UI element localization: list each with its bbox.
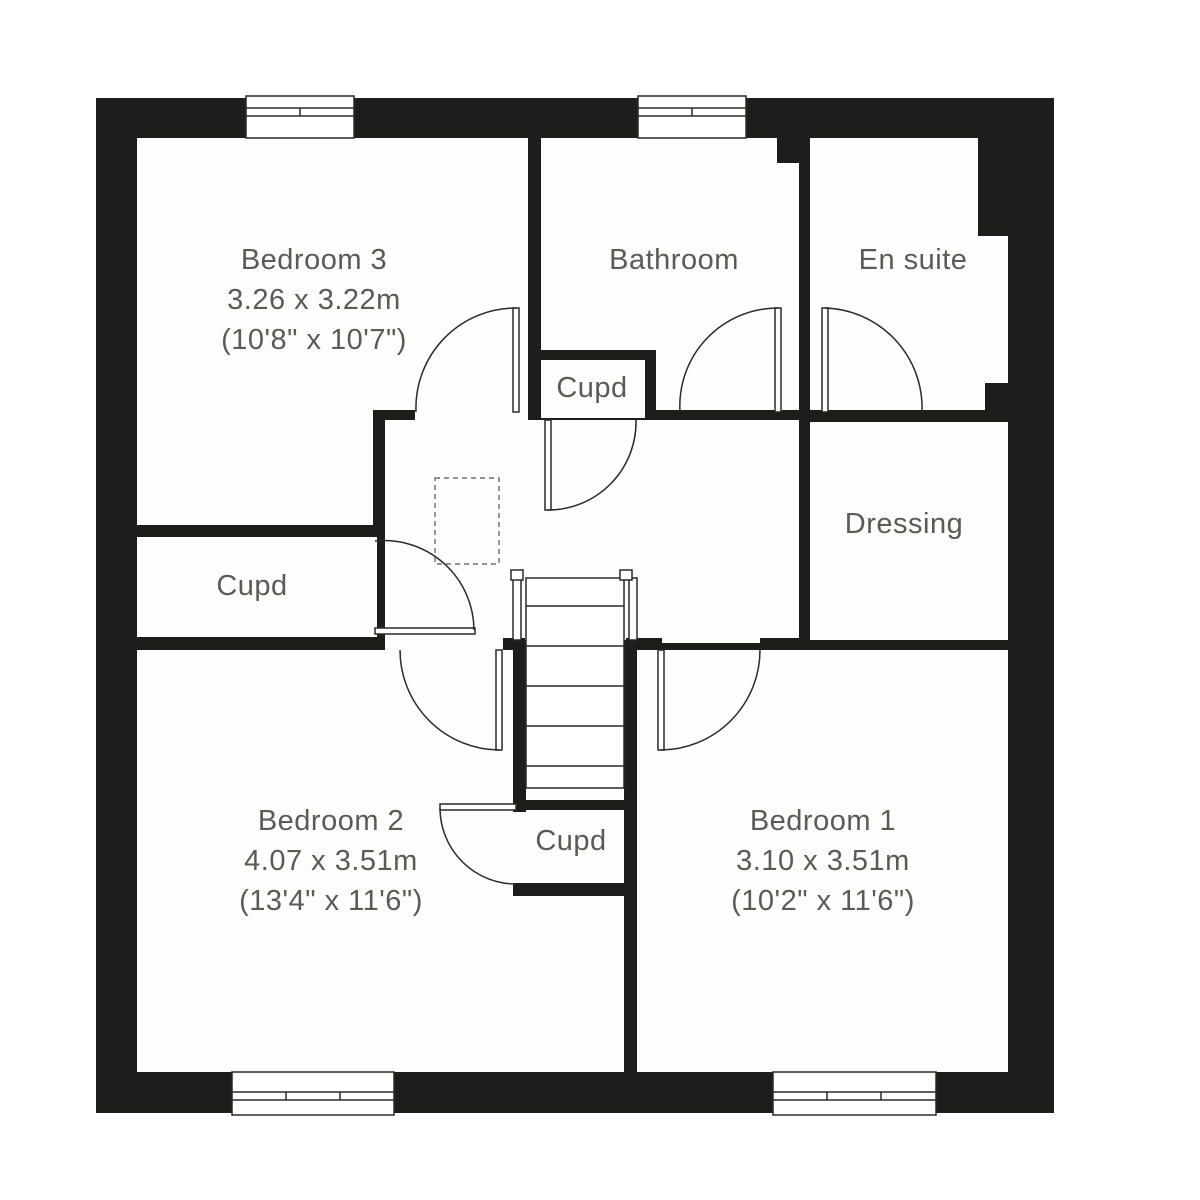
door-cupboard-bottom xyxy=(439,803,517,885)
bathroom-name: Bathroom xyxy=(609,244,739,276)
bedroom-3-imperial: (10'8" x 10'7") xyxy=(221,324,407,356)
wall-landing-stair-top xyxy=(503,638,525,650)
wall-stair-left xyxy=(513,640,526,812)
door-cupboard-left xyxy=(374,539,476,635)
ensuite-boxing xyxy=(978,138,1008,236)
door-ensuite xyxy=(821,307,923,413)
wall-bedroom-divider xyxy=(624,640,637,1072)
bedroom-3-label: Bedroom 3 3.26 x 3.22m (10'8" x 10'7") xyxy=(221,240,407,360)
dressing-label: Dressing xyxy=(845,504,963,544)
wall-cupd-top-base xyxy=(645,410,679,420)
bedroom-2-imperial: (13'4" x 11'6") xyxy=(239,885,423,917)
window-bedroom-3 xyxy=(245,95,355,139)
wall-landing-left xyxy=(373,410,385,537)
bathroom-label: Bathroom xyxy=(609,240,739,280)
wall-bedroom3-cupd xyxy=(137,525,385,537)
door-bedroom-3 xyxy=(415,307,520,413)
wall-cupd-bottom-left xyxy=(137,638,385,650)
bedroom-2-name: Bedroom 2 xyxy=(257,805,405,837)
ensuite-name: En suite xyxy=(858,244,968,276)
door-cupboard-top xyxy=(544,419,637,511)
wall-cupd-bottom-base xyxy=(513,883,624,896)
bedroom-3-metric: 3.26 x 3.22m xyxy=(227,284,401,316)
wall-cupd-top-right xyxy=(645,350,656,420)
bedroom-1-label: Bedroom 1 3.10 x 3.51m (10'2" x 11'6") xyxy=(731,801,915,921)
cupboard-bottom-name: Cupd xyxy=(535,825,607,857)
window-bedroom-1 xyxy=(772,1071,937,1116)
door-bedroom-1 xyxy=(657,649,761,751)
bedroom-2-metric: 4.07 x 3.51m xyxy=(244,845,418,877)
bedroom-2-label: Bedroom 2 4.07 x 3.51m (13'4" x 11'6") xyxy=(239,801,423,921)
cupboard-top-name: Cupd xyxy=(556,372,628,404)
wall-cupd-top-left xyxy=(541,350,656,360)
window-bathroom xyxy=(637,95,747,139)
dressing-name: Dressing xyxy=(844,508,964,540)
wall-bedroom3-landing xyxy=(528,138,541,420)
ensuite-boxing-lower xyxy=(985,383,1008,410)
wall-ensuite-dressing xyxy=(922,410,1008,422)
ensuite-label: En suite xyxy=(859,240,968,280)
cupboard-top-label: Cupd xyxy=(556,368,627,408)
window-bedroom-2 xyxy=(231,1071,395,1116)
cupboard-top-floor xyxy=(541,360,645,418)
ensuite-floor xyxy=(810,138,1008,410)
dressing-floor xyxy=(810,422,1008,640)
bedroom-1-imperial: (10'2" x 11'6") xyxy=(731,885,915,917)
door-bathroom xyxy=(679,307,782,413)
wall-dressing-divider xyxy=(920,640,1008,650)
wall-landing-bedroom1 xyxy=(760,638,810,650)
wall-ensuite-left xyxy=(799,410,822,422)
cupboard-left-label: Cupd xyxy=(216,566,287,606)
bathroom-boxing xyxy=(777,138,799,163)
wall-cupd-bottom-top xyxy=(513,800,624,810)
bedroom-1-name: Bedroom 1 xyxy=(749,805,897,837)
wall-bathroom-ensuite xyxy=(799,138,810,648)
wall-landing-top xyxy=(373,410,415,420)
cupboard-left-name: Cupd xyxy=(216,570,288,602)
cupboard-bottom-floor xyxy=(526,800,624,883)
staircase xyxy=(510,569,638,789)
cupboard-left-floor xyxy=(137,537,377,637)
cupboard-bottom-label: Cupd xyxy=(535,821,606,861)
wall-landing-stair-top-right xyxy=(626,638,662,650)
loft-hatch xyxy=(434,477,500,565)
door-bedroom-2 xyxy=(399,649,503,751)
bedroom-1-floor xyxy=(637,650,1008,1072)
bedroom-1-metric: 3.10 x 3.51m xyxy=(736,845,910,877)
bedroom-3-name: Bedroom 3 xyxy=(240,244,388,276)
